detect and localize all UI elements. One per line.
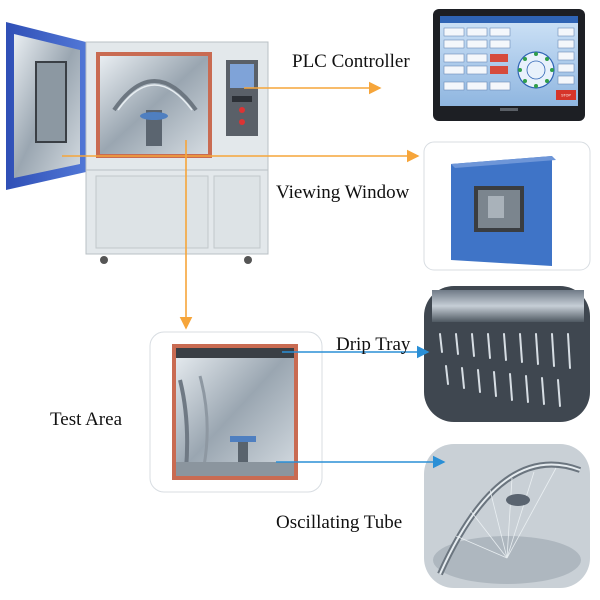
- test-area-zoom: [149, 331, 323, 493]
- drip-tray-photo: [424, 286, 590, 422]
- connector-arrows: [62, 81, 446, 469]
- test-chamber-machine: [6, 22, 269, 264]
- door-window: [35, 61, 67, 143]
- cabinet-lower-panel: [95, 175, 209, 249]
- plc-controller-panel: STOP: [433, 9, 585, 121]
- label-drip-tray: Drip Tray: [336, 334, 411, 355]
- label-viewing-window: Viewing Window: [276, 182, 410, 203]
- oscillating-tube-photo: [424, 444, 590, 588]
- plc-stop-button-label: STOP: [561, 94, 571, 98]
- control-panel-screen: [230, 64, 254, 88]
- viewing-window-photo: [423, 141, 591, 271]
- label-test-area: Test Area: [50, 409, 123, 430]
- label-oscillating-tube: Oscillating Tube: [276, 512, 403, 533]
- label-plc-controller: PLC Controller: [292, 51, 410, 72]
- plc-stop-button: [556, 90, 576, 100]
